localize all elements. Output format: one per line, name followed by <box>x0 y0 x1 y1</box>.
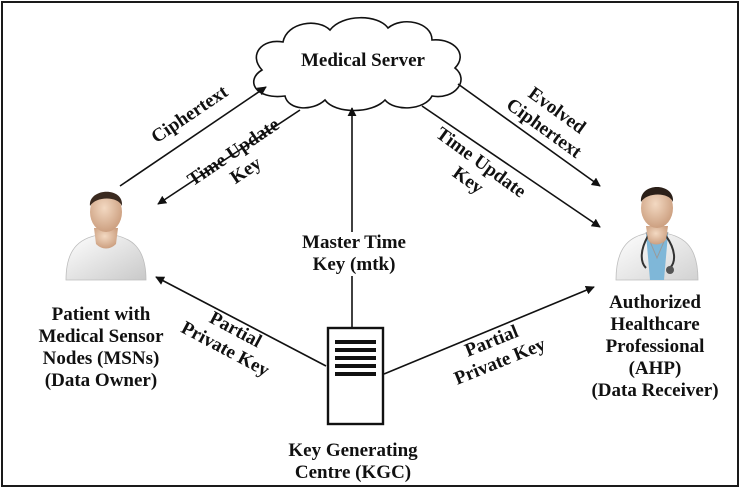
patient-label: Patient with Medical Sensor Nodes (MSNs)… <box>38 304 164 391</box>
edge-evolved-ciphertext <box>457 83 601 187</box>
edge-time-update-key-left <box>157 109 301 205</box>
medical-server-label: Medical Server <box>301 50 425 71</box>
kgc-label: Key Generating Centre (KGC) <box>288 440 418 483</box>
doctor-person-icon <box>615 187 699 281</box>
master-time-key-label: Master Time Key (mtk) <box>292 232 416 276</box>
edge-partial-private-key-right <box>383 285 595 375</box>
edge-ciphertext <box>119 86 267 187</box>
cloud-icon <box>252 17 462 112</box>
patient-person-icon <box>65 191 147 281</box>
ahp-label: Authorized Healthcare Professional (AHP)… <box>591 292 719 401</box>
server-tower-icon <box>326 326 385 426</box>
edge-partial-private-key-left <box>155 276 327 367</box>
edge-time-update-key-right <box>421 105 601 228</box>
